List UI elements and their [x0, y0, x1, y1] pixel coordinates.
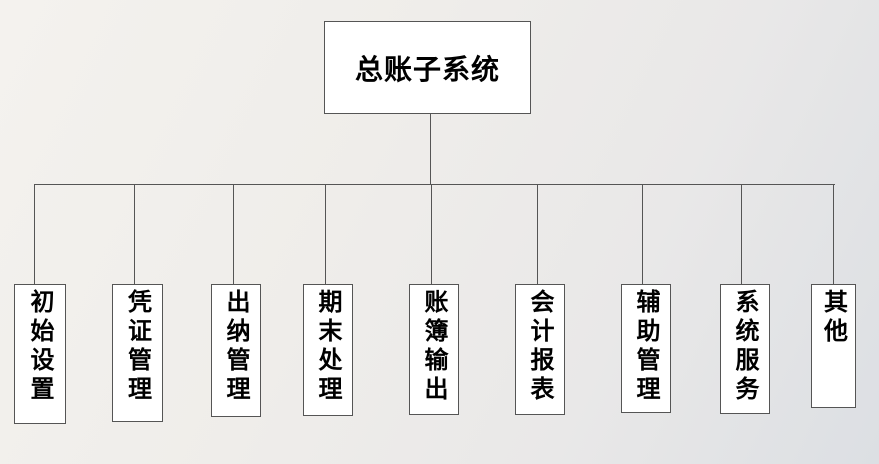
branch-line-6	[537, 184, 538, 285]
child-node-5: 账簿输出	[409, 284, 459, 415]
branch-line-8	[741, 184, 742, 285]
branch-line-7	[642, 184, 643, 285]
root-node: 总账子系统	[324, 21, 531, 114]
child-node-label: 辅助管理	[632, 289, 660, 405]
child-node-2: 凭证管理	[112, 284, 163, 422]
child-node-label: 账簿输出	[420, 289, 448, 405]
child-node-3: 出纳管理	[211, 284, 261, 417]
branch-line-5	[431, 184, 432, 285]
root-stem-line	[430, 114, 431, 184]
child-node-7: 辅助管理	[621, 284, 671, 413]
child-node-label: 其他	[819, 289, 848, 347]
child-node-label: 初始设置	[26, 289, 54, 405]
branch-line-1	[34, 184, 35, 285]
child-node-8: 系统服务	[720, 284, 770, 414]
child-node-label: 会计报表	[526, 289, 554, 405]
root-node-label: 总账子系统	[354, 52, 500, 86]
child-node-label: 凭证管理	[123, 289, 152, 405]
child-node-9: 其他	[811, 284, 856, 408]
child-node-1: 初始设置	[14, 284, 66, 424]
child-node-label: 期末处理	[314, 289, 342, 405]
branch-line-3	[233, 184, 234, 285]
branch-line-9	[833, 184, 834, 285]
horizontal-bus-line	[34, 184, 835, 185]
child-node-label: 系统服务	[731, 289, 759, 405]
branch-line-4	[325, 184, 326, 285]
child-node-label: 出纳管理	[222, 289, 250, 405]
child-node-6: 会计报表	[515, 284, 565, 415]
branch-line-2	[134, 184, 135, 285]
child-node-4: 期末处理	[303, 284, 353, 416]
